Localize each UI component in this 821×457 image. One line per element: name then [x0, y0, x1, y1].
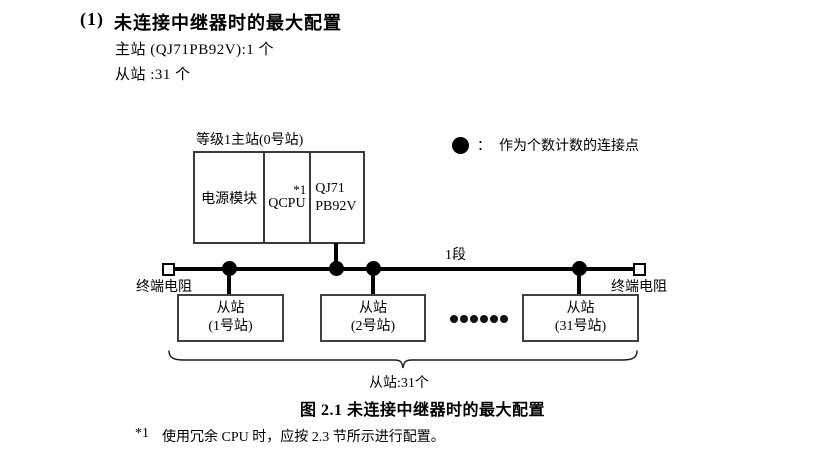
master-station-label: 等级1主站(0号站)	[196, 133, 304, 148]
qcpu-label: QCPU	[268, 195, 306, 211]
slave-station-31-box: 从站 (31号站)	[522, 294, 639, 342]
terminating-resistor-icon-right	[633, 263, 646, 276]
master-station-box: 电源模块 *1 QCPU QJ71 PB92V	[193, 151, 365, 244]
connection-dot-slave1	[222, 261, 237, 276]
connection-dot-slave31	[572, 261, 587, 276]
connection-dot-master	[329, 261, 344, 276]
bus-line	[170, 267, 638, 271]
footnote-text: 使用冗余 CPU 时，应按 2.3 节所示进行配置。	[162, 430, 445, 445]
connection-point-icon	[452, 136, 469, 154]
slave1-label-line2: (1号站)	[208, 319, 253, 334]
spec-line-master: 主站 (QJ71PB92V):1 个	[115, 42, 275, 58]
connector-slave31	[577, 269, 581, 295]
qcpu-footnote-marker: *1	[293, 181, 307, 197]
connector-slave2	[371, 269, 375, 295]
qj71pb92v-label-line2: PB92V	[315, 198, 357, 214]
section-heading-number: (1)	[80, 9, 104, 29]
slave31-label-line1: 从站	[566, 300, 595, 316]
brace-label: 从站:31个	[369, 376, 429, 391]
footnote: *1 使用冗余 CPU 时，应按 2.3 节所示进行配置。	[135, 426, 445, 446]
qj71pb92v-label-line1: QJ71	[315, 181, 345, 196]
legend-text: 作为个数计数的连接点	[499, 139, 639, 154]
section-heading-text: 未连接中继器时的最大配置	[114, 13, 342, 33]
ellipsis-icon	[450, 315, 508, 323]
slave-station-1-box: 从站 (1号站)	[177, 294, 284, 342]
qj71pb92v-cell: QJ71 PB92V	[309, 153, 363, 242]
segment-label: 1段	[445, 248, 466, 263]
terminator-label-left: 终端电阻	[136, 280, 192, 295]
slave31-label-line2: (31号站)	[554, 319, 607, 334]
spec-line-slaves: 从站 :31 个	[115, 67, 191, 83]
qcpu-cell: *1 QCPU	[263, 153, 309, 242]
connection-dot-slave2	[366, 261, 381, 276]
slave1-label-line1: 从站	[216, 300, 245, 316]
legend: ： 作为个数计数的连接点	[452, 135, 639, 155]
section-heading: (1) 未连接中继器时的最大配置	[80, 9, 342, 35]
power-module-label: 电源模块	[201, 191, 258, 207]
terminating-resistor-icon-left	[162, 263, 175, 276]
footnote-marker: *1	[135, 426, 149, 441]
brace-icon	[168, 350, 638, 369]
power-module-cell: 电源模块	[195, 153, 263, 242]
slave2-label-line1: 从站	[359, 300, 387, 316]
slave2-label-line2: (2号站)	[350, 319, 396, 334]
legend-colon: ：	[477, 139, 491, 154]
terminator-label-right: 终端电阻	[611, 280, 667, 295]
slave-station-2-box: 从站 (2号站)	[320, 294, 426, 342]
connector-master	[334, 243, 338, 269]
figure-caption: 图 2.1 未连接中继器时的最大配置	[300, 402, 546, 419]
connector-slave1	[227, 269, 231, 295]
